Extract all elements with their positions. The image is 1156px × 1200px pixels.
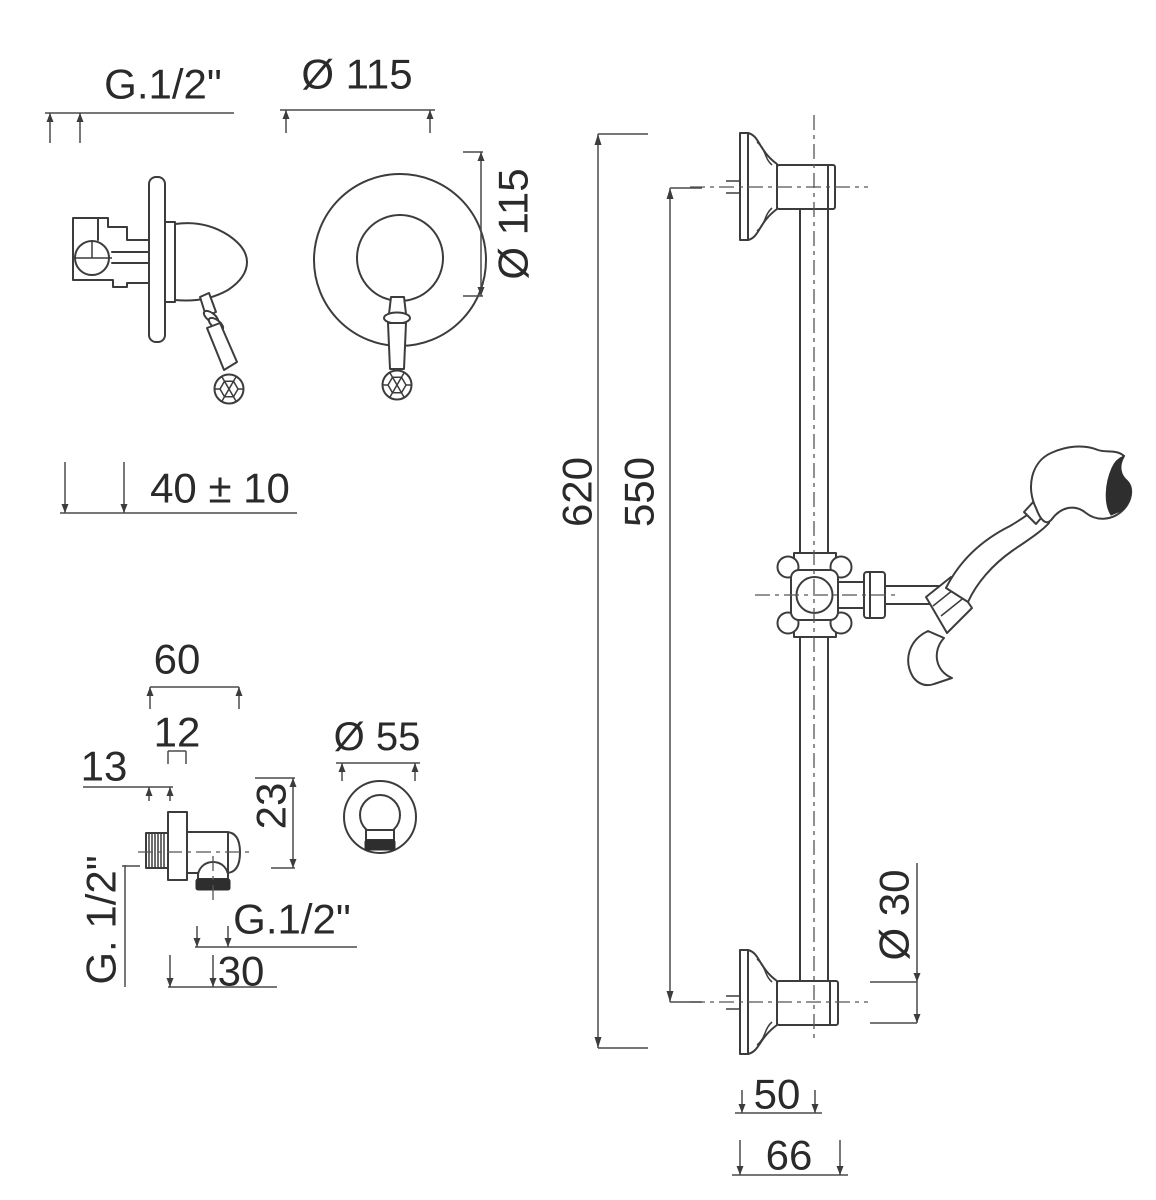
mixer-plate-diameter-side-label: Ø 115 — [490, 168, 537, 279]
elbow-outlet-drop-label: 23 — [248, 783, 295, 830]
dim-rail-tube-diameter: Ø 30 — [870, 863, 921, 1024]
dim-elbow-plate-diameter: Ø 55 — [334, 715, 421, 781]
mixer-lever-side — [199, 292, 245, 405]
elbow-thread-length-label: 13 — [81, 743, 128, 790]
mixer-front-view — [313, 173, 487, 401]
mixer-dome — [174, 222, 248, 302]
mixer-lever-front — [381, 296, 413, 401]
hand-shower-face — [1105, 454, 1132, 516]
elbow-outlet-offset-label: 30 — [218, 948, 265, 995]
elbow-plate-diameter-label: Ø 55 — [334, 715, 421, 759]
hand-shower — [907, 445, 1133, 687]
dim-rail-center-distance: 550 — [616, 187, 702, 1003]
wall-plate-edge — [148, 176, 166, 343]
elbow-width-label: 60 — [154, 636, 201, 683]
dim-rail-overall-length: 620 — [554, 133, 648, 1049]
rail-tube-diameter-label: Ø 30 — [871, 869, 918, 960]
elbow-inlet-thread — [145, 832, 169, 869]
elbow-outlet-thread-label: G.1/2" — [233, 896, 351, 943]
dim-bracket-outer-width: 66 — [732, 1132, 848, 1179]
dim-mixer-depth: 40 ± 10 — [60, 462, 297, 514]
elbow-plate-edge — [167, 811, 188, 881]
dim-mixer-plate-diameter-top: Ø 115 — [280, 51, 435, 133]
mixer-depth-label: 40 ± 10 — [150, 465, 290, 512]
elbow-inlet-thread-label: G. 1/2" — [78, 855, 125, 984]
dim-elbow-width: 60 — [146, 636, 243, 709]
rail-overall-length-label: 620 — [554, 457, 601, 527]
hand-shower-socket — [925, 576, 973, 634]
dim-mixer-plate-diameter-side: Ø 115 — [463, 151, 537, 297]
dimensions: G.1/2" Ø 115 Ø 115 40 ± 10 — [45, 51, 921, 1179]
elbow-side-view — [138, 811, 252, 902]
rail-center-distance-label: 550 — [616, 457, 663, 527]
dim-elbow-outlet-thread: G.1/2" — [193, 896, 357, 948]
hand-shower-hook — [907, 630, 953, 687]
dim-elbow-inlet-thread: G. 1/2" — [78, 855, 140, 987]
bracket-outer-width-label: 66 — [766, 1132, 813, 1179]
dim-elbow-outlet-offset: 30 — [166, 948, 277, 995]
dim-elbow-plate-thickness: 12 — [154, 709, 201, 764]
elbow-plate-thickness-label: 12 — [154, 709, 201, 756]
slide-rail — [799, 208, 829, 981]
mixer-plate-diameter-top-label: Ø 115 — [301, 51, 412, 98]
slide-bar-view — [690, 115, 1133, 1055]
elbow-front-view — [343, 780, 417, 854]
bracket-inner-width-label: 50 — [754, 1071, 801, 1118]
mixer-side-view — [72, 176, 248, 405]
dim-mixer-thread: G.1/2" — [45, 61, 234, 143]
mixer-dome-front — [356, 214, 444, 302]
dim-elbow-outlet-drop: 23 — [248, 777, 297, 869]
dim-elbow-thread-length: 13 — [81, 743, 174, 801]
mixer-thread-label: G.1/2" — [104, 61, 222, 108]
dim-bracket-inner-width: 50 — [735, 1071, 822, 1118]
